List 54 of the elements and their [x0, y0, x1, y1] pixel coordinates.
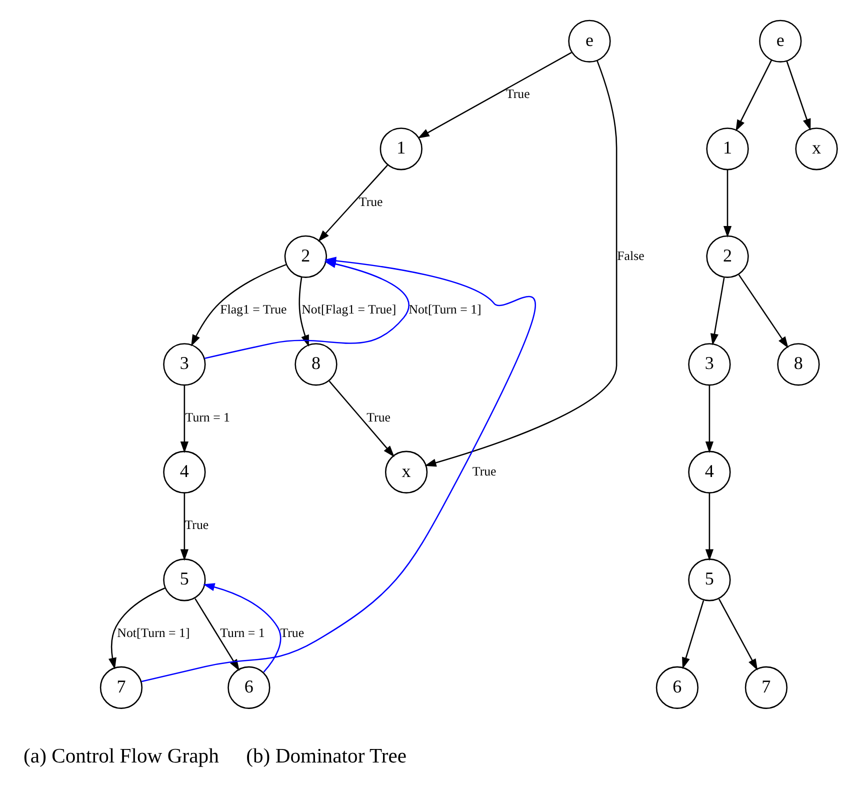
node-circle: 6 [656, 666, 699, 709]
arrow [786, 61, 811, 130]
node-circle: 3 [163, 343, 206, 386]
edge-label: True [358, 194, 383, 209]
arrow [180, 385, 188, 454]
arrow [191, 264, 286, 346]
node-circle: 3 [688, 343, 731, 386]
arrow [738, 274, 788, 348]
node-circle: 5 [163, 558, 206, 602]
arrow [108, 588, 166, 670]
arrow [723, 170, 732, 238]
node-circle: e [759, 20, 802, 62]
arrow [718, 598, 758, 670]
arrow [705, 385, 714, 454]
arrow [318, 164, 388, 242]
arrow [141, 256, 536, 682]
node-circle: 5 [688, 558, 731, 602]
label: (b) Dominator Tree [246, 746, 407, 768]
edge-label: True [280, 626, 304, 640]
node-circle: 4 [163, 450, 206, 494]
node-circle: 7 [100, 666, 143, 709]
arrow [298, 277, 309, 347]
edge-label: Turn = 1 [220, 626, 265, 640]
node-circle: 8 [294, 343, 338, 386]
edge-label: True [506, 87, 530, 102]
edge-label: Turn = 1 [185, 410, 230, 424]
node-circle: x [384, 450, 428, 494]
node-circle: e [568, 20, 611, 62]
edge-label: True [366, 410, 390, 424]
edge-label: Not[Turn = 1] [117, 626, 190, 640]
edge-label: True [472, 464, 496, 478]
label: (a) Control Flow Graph [24, 746, 219, 768]
arrow [682, 600, 704, 670]
arrow [418, 52, 572, 138]
node-circle: 4 [688, 450, 731, 494]
edge-label: Not[Turn = 1] [408, 302, 482, 317]
node-circle: 2 [284, 235, 327, 278]
node-circle: 2 [706, 235, 749, 278]
arrow [710, 278, 725, 346]
arrow [705, 493, 714, 561]
arrow [180, 493, 188, 561]
edge-label: Not[Flag1 = True] [302, 302, 396, 317]
node-circle: 6 [228, 666, 270, 709]
node-circle: 1 [380, 128, 422, 170]
arrow [328, 380, 394, 458]
arrow [424, 60, 618, 467]
node-circle: x [795, 128, 838, 170]
node-circle: 7 [744, 666, 788, 709]
node-circle: 8 [777, 343, 820, 386]
edge-label: True [184, 518, 209, 532]
node-circle: 1 [706, 128, 749, 170]
arrow [736, 60, 772, 132]
edge-label: Flag1 = True [220, 302, 287, 317]
edge-label: False [617, 248, 644, 263]
